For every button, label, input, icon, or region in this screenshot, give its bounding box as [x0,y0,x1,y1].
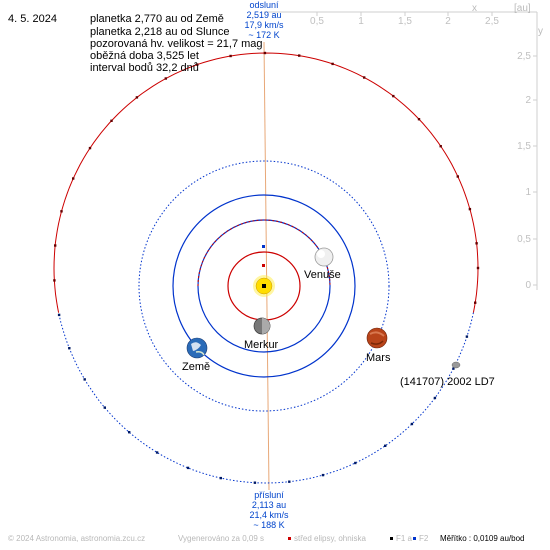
asteroid-position-point [128,431,131,434]
x-axis-tick-label: 0,5 [310,16,324,27]
legend-f2-marker [413,537,416,540]
asteroid-position-point [433,396,437,400]
earth-label: Země [182,361,210,373]
asteroid-label: (141707) 2002 LD7 [400,376,495,388]
perihelion-speed: 21,4 km/s [249,510,289,520]
asteroid-position-point [103,406,106,409]
info-line-2: planetka 2,218 au od Slunce [90,26,230,38]
y-axis-tick-label: 1,5 [517,141,531,152]
focus-f2-marker [262,245,265,248]
asteroid-position-point [476,266,480,270]
mars-label: Mars [366,352,391,364]
footer-generated: Vygenerováno za 0,09 s [178,534,264,543]
asteroid-position-point [384,444,387,447]
perihelion-title: přísluní [254,490,284,500]
aphelion-distance: 2,519 au [246,10,281,20]
y-axis-tick-label: 1 [525,187,531,198]
aphelion-title: odsluní [249,0,279,10]
y-axis-name: y [538,26,543,37]
mercury-planet [253,317,271,335]
asteroid-position-point [57,313,61,317]
apsides-line [263,41,270,491]
aphelion-info: odsluní 2,519 au 17,9 km/s ~ 172 K [244,0,284,40]
info-line-4: oběžná doba 3,525 let [90,50,199,62]
asteroid-position-point [475,242,478,245]
earth-orbit [172,194,356,378]
legend-f1-marker [390,537,393,540]
asteroid-position-point [392,94,395,98]
y-axis-tick-label: 2 [525,95,531,106]
mercury-label: Merkur [244,339,279,351]
y-axis-tick-label: 0,5 [517,234,531,245]
asteroid-position-point [288,480,291,483]
asteroid-position-point [110,119,113,122]
asteroid-orbit [53,51,480,484]
footer-copyright: © 2024 Astronomia, astronomia.zcu.cz [8,534,146,543]
legend-center-marker [288,537,291,540]
asteroid-position-point [363,76,366,79]
asteroid-position-point [72,177,75,180]
mars-planet [366,327,388,349]
asteroid-position-point [60,210,63,213]
axis-unit: [au] [514,3,531,14]
asteroid-body [451,361,461,369]
axis-ticks: 0,5 1 1,5 2 2,5 2,5 2 1,5 1 0,5 0 [310,12,537,291]
asteroid-position-point [219,476,222,480]
asteroid-position-point [456,175,459,178]
perihelion-info: přísluní 2,113 au 21,4 km/s ~ 188 K [249,490,289,530]
x-axis-tick-label: 1 [358,16,364,27]
x-axis-name: x [472,3,477,14]
x-axis-tick-label: 2,5 [485,16,499,27]
mars-orbit [138,160,390,412]
y-axis-tick-label: 0 [525,280,531,291]
aphelion-temperature: ~ 172 K [248,30,279,40]
asteroid-orbit-arc [58,312,474,484]
venus-planet [314,247,334,267]
asteroid-position-point [452,367,455,370]
info-line-3: pozorovaná hv. velikost = 21,7 mag [90,38,263,50]
asteroid-position-point [135,96,139,99]
asteroid-position-point [439,145,442,148]
asteroid-position-point [196,63,199,66]
asteroid-position-point [410,422,414,426]
asteroid-position-point [468,207,472,211]
asteroid-position-point [164,77,167,80]
info-line-1: planetka 2,770 au od Země [90,13,224,25]
footer-legend-center: střed elipsy, ohniska [294,534,366,543]
footer-legend-f1: F1 a [396,534,413,543]
perihelion-distance: 2,113 au [252,500,286,510]
asteroid-position-point [155,451,159,454]
asteroid-position-point [83,378,86,381]
venus-label: Venuše [304,269,341,281]
x-axis-tick-label: 1,5 [398,16,412,27]
perihelion-temperature: ~ 188 K [253,520,284,530]
asteroid-position-point [229,54,232,58]
footer-scale: Měřítko : 0,0109 au/bod [440,534,525,543]
sun [253,275,275,297]
asteroid-position-point [331,62,334,66]
asteroid-position-point [186,466,190,470]
asteroid-position-point [68,347,71,350]
info-line-5: interval bodů 32,2 dnů [90,62,199,74]
asteroid-position-point [354,461,357,465]
footer-legend-f2: F2 [419,534,429,543]
y-axis-tick-label: 2,5 [517,51,531,62]
aphelion-speed: 17,9 km/s [244,20,284,30]
asteroid-position-point [54,244,57,247]
asteroid-position-point [88,146,92,150]
asteroid-position-point [253,481,257,484]
asteroid-position-point [417,118,421,121]
ellipse-center-marker [262,264,265,267]
asteroid-position-point [465,335,469,338]
asteroid-position-point [321,473,325,477]
earth-planet [186,337,208,359]
date-label: 4. 5. 2024 [8,13,57,25]
asteroid-position-point [298,54,301,57]
asteroid-position-point [263,51,267,55]
x-axis-tick-label: 2 [445,16,451,27]
asteroid-position-point [53,279,56,282]
asteroid-position-point [474,301,477,304]
